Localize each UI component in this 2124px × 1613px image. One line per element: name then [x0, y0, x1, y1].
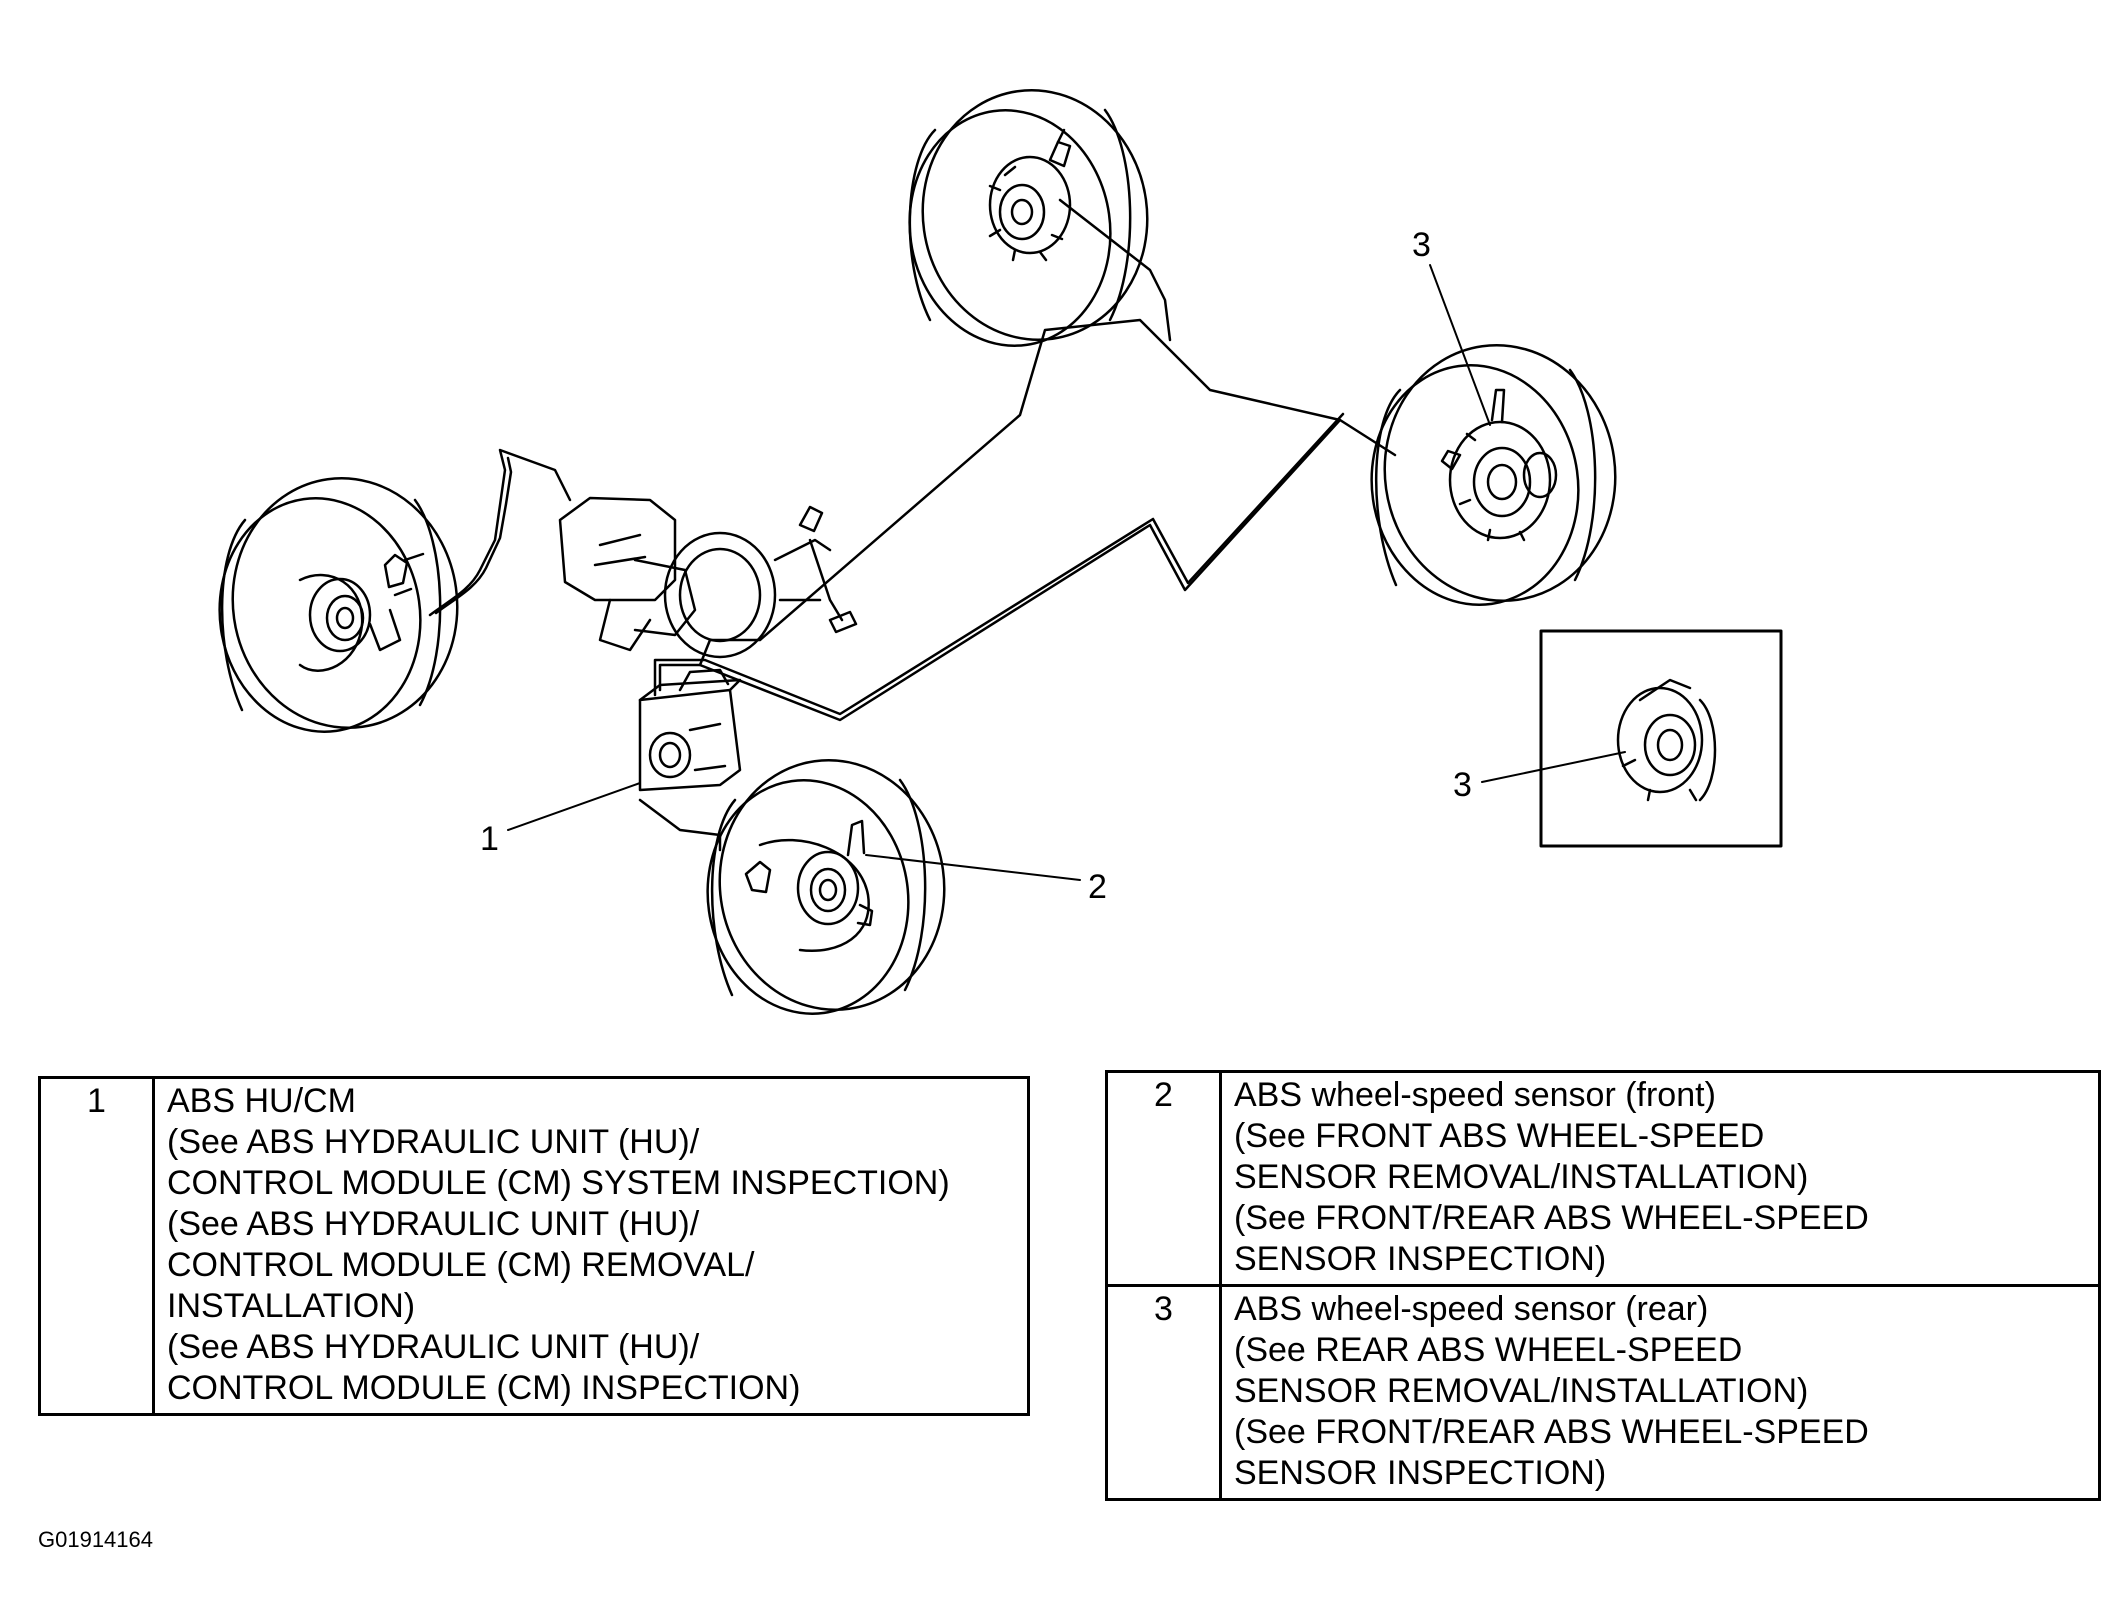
callout-3-inset: 3: [1453, 766, 1472, 804]
callout-3-rear: 3: [1412, 226, 1431, 264]
brake-lines: [428, 198, 1397, 852]
rear-left-brake-assembly: [988, 128, 1072, 262]
legend-line: CONTROL MODULE (CM) SYSTEM INSPECTION): [167, 1164, 950, 1202]
legend-line: (See ABS HYDRAULIC UNIT (HU)/: [167, 1123, 700, 1161]
legend-line: ABS wheel-speed sensor (front): [1234, 1076, 1716, 1114]
legend-line: SENSOR INSPECTION): [1234, 1240, 1607, 1278]
rear-sensor-detail-inset: [1539, 629, 1783, 848]
legend-line: (See REAR ABS WHEEL-SPEED: [1234, 1331, 1743, 1369]
legend-line: (See ABS HYDRAULIC UNIT (HU)/: [167, 1328, 700, 1366]
legend-line: SENSOR INSPECTION): [1234, 1454, 1607, 1492]
legend-row-2: 2 ABS wheel-speed sensor (front) (See FR…: [1105, 1070, 2101, 1287]
front-right-brake-assembly: [744, 819, 874, 952]
legend-row-number: 2: [1105, 1070, 1222, 1287]
rear-left-wheel: [908, 88, 1149, 347]
legend-line: SENSOR REMOVAL/INSTALLATION): [1234, 1158, 1809, 1196]
rear-right-wheel: [1370, 343, 1617, 606]
legend-table-left: 1 ABS HU/CM (See ABS HYDRAULIC UNIT (HU)…: [38, 1076, 1030, 1416]
callout-leader-lines: [507, 264, 1626, 881]
figure-id: G01914164: [38, 1527, 153, 1552]
legend-row-number: 1: [38, 1076, 155, 1416]
abs-layout-diagram: [218, 88, 1783, 1015]
brake-pedal: [798, 505, 858, 634]
legend-line: SENSOR REMOVAL/INSTALLATION): [1234, 1372, 1809, 1410]
legend-row-text: ABS wheel-speed sensor (front) (See FRON…: [1219, 1070, 2101, 1287]
front-left-brake-assembly: [298, 552, 425, 672]
callout-1: 1: [480, 820, 499, 858]
legend-row-text: ABS HU/CM (See ABS HYDRAULIC UNIT (HU)/ …: [152, 1076, 1030, 1416]
legend-table-right: 2 ABS wheel-speed sensor (front) (See FR…: [1105, 1070, 2101, 1501]
legend-row-text: ABS wheel-speed sensor (rear) (See REAR …: [1219, 1284, 2101, 1501]
rear-right-brake-assembly: [1440, 388, 1558, 542]
legend-line: (See FRONT/REAR ABS WHEEL-SPEED: [1234, 1199, 1869, 1237]
legend-line: (See FRONT ABS WHEEL-SPEED: [1234, 1117, 1765, 1155]
legend-row-3: 3 ABS wheel-speed sensor (rear) (See REA…: [1105, 1284, 2101, 1501]
legend-row-1: 1 ABS HU/CM (See ABS HYDRAULIC UNIT (HU)…: [38, 1076, 1030, 1416]
abs-hu-cm-unit: [638, 668, 742, 792]
front-left-wheel: [218, 476, 459, 733]
legend-line: ABS wheel-speed sensor (rear): [1234, 1290, 1709, 1328]
legend-line: INSTALLATION): [167, 1287, 416, 1325]
front-right-wheel: [706, 758, 946, 1015]
legend-line: CONTROL MODULE (CM) INSPECTION): [167, 1369, 801, 1407]
brake-booster-master-cylinder: [558, 496, 858, 659]
callout-2: 2: [1088, 868, 1107, 906]
legend-row-number: 3: [1105, 1284, 1222, 1501]
legend-line: (See FRONT/REAR ABS WHEEL-SPEED: [1234, 1413, 1869, 1451]
legend-line: ABS HU/CM: [167, 1082, 356, 1120]
legend-line: CONTROL MODULE (CM) REMOVAL/: [167, 1246, 755, 1284]
legend-line: (See ABS HYDRAULIC UNIT (HU)/: [167, 1205, 700, 1243]
